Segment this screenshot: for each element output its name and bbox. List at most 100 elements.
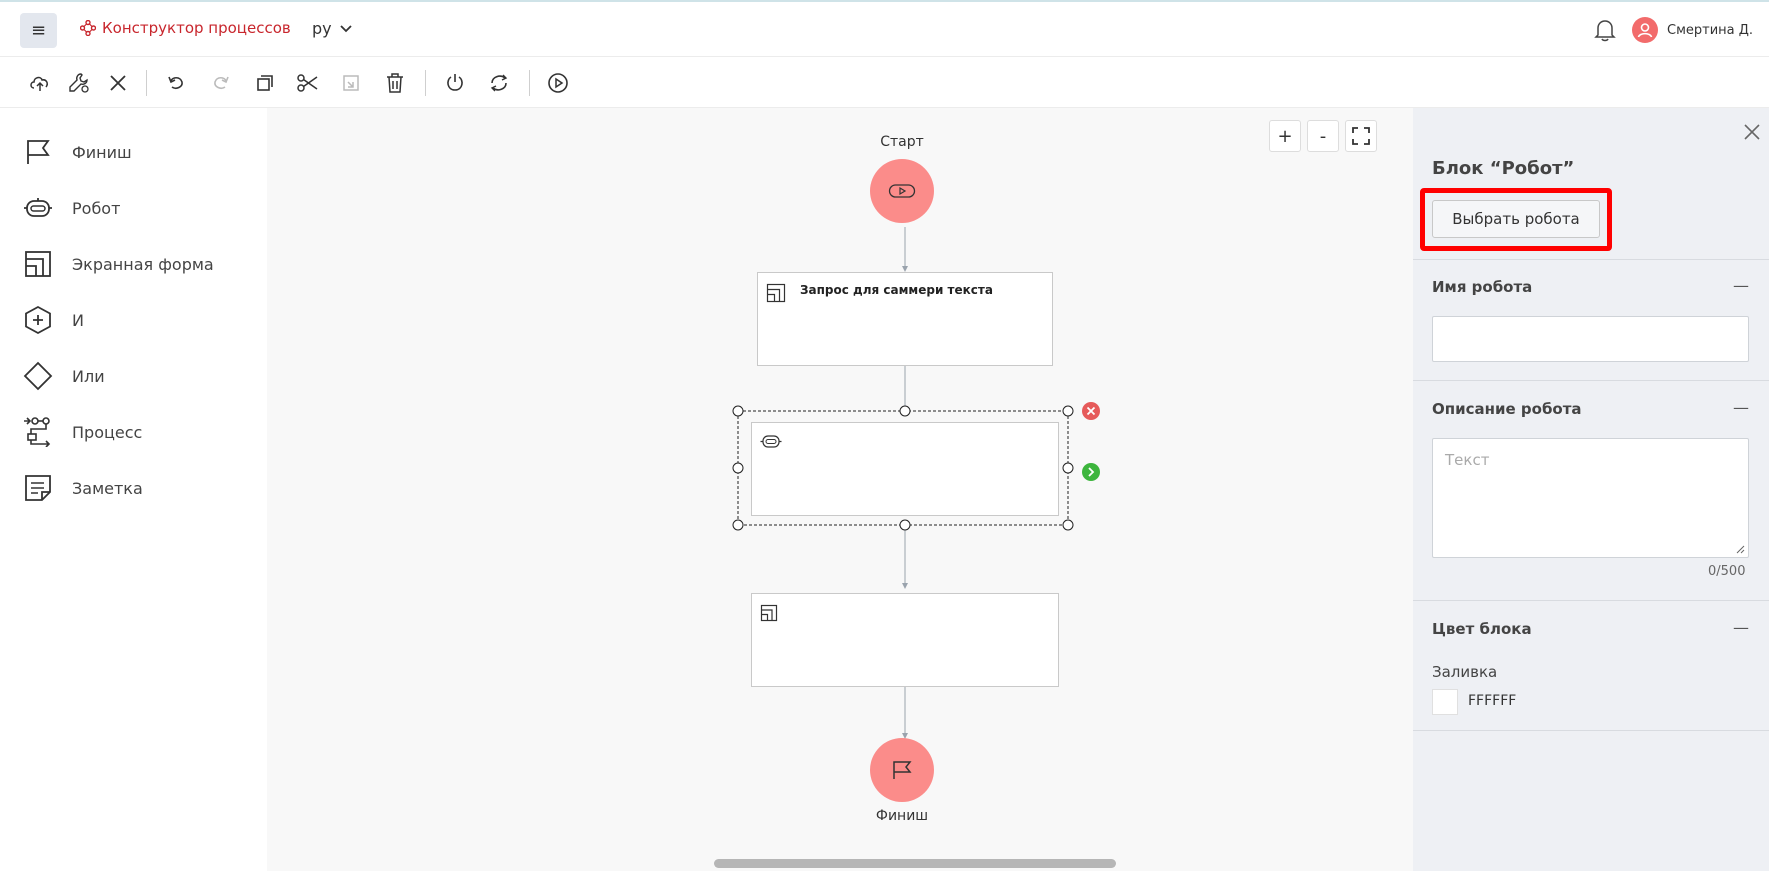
palette-item-or[interactable]: Или <box>22 356 105 396</box>
block-title: Запрос для саммери текста <box>800 283 993 297</box>
robot-icon <box>24 198 52 217</box>
language-select[interactable]: ру <box>312 19 352 38</box>
robot-name-input[interactable] <box>1432 316 1749 362</box>
flag-icon <box>27 140 50 164</box>
horizontal-scrollbar[interactable] <box>714 859 1116 868</box>
toolbar-divider <box>146 70 147 96</box>
zoom-out-button[interactable]: - <box>1307 120 1339 152</box>
palette-item-process[interactable]: Процесс <box>22 412 142 452</box>
character-counter: 0/500 <box>1708 564 1746 579</box>
panel-title: Блок “Робот” <box>1432 158 1575 179</box>
finish-node[interactable] <box>870 738 934 802</box>
cloud-upload-button[interactable] <box>27 70 53 96</box>
palette-item-note[interactable]: Заметка <box>22 468 143 508</box>
zoom-in-button[interactable]: + <box>1269 120 1301 152</box>
chevron-down-icon <box>339 24 352 32</box>
redo-icon <box>214 76 229 89</box>
palette-item-label: Или <box>72 366 105 386</box>
palette-item-screen-form[interactable]: Экранная форма <box>22 244 214 284</box>
flag-icon <box>893 761 912 779</box>
palette-item-and[interactable]: И <box>22 300 84 340</box>
delete-button[interactable] <box>382 70 408 96</box>
cloud-upload-icon <box>30 76 48 91</box>
toolbar-divider <box>425 70 426 96</box>
robot-name-title: Имя робота <box>1432 278 1533 296</box>
collapse-robot-name-button[interactable]: — <box>1733 276 1749 295</box>
section-divider <box>1413 600 1769 601</box>
screen-form-icon <box>760 604 778 622</box>
app-logo[interactable]: Конструктор процессов <box>80 19 291 37</box>
close-panel-icon[interactable] <box>1743 122 1761 146</box>
collapse-description-button[interactable]: — <box>1733 398 1749 417</box>
note-icon <box>25 475 51 501</box>
section-divider <box>1413 380 1769 381</box>
section-divider <box>1413 730 1769 731</box>
block-color-title: Цвет блока <box>1432 620 1532 638</box>
trash-icon <box>387 73 403 93</box>
play-circle-icon <box>548 73 568 93</box>
undo-icon <box>168 76 183 89</box>
palette-item-label: Заметка <box>72 478 143 498</box>
fill-color-swatch[interactable] <box>1432 689 1458 715</box>
section-divider <box>1413 259 1769 260</box>
screen-form-icon <box>766 283 786 303</box>
process-canvas[interactable]: + - Старт Запрос для саммери текста <box>267 108 1413 871</box>
robot-description-title: Описание робота <box>1432 400 1582 418</box>
refresh-icon <box>490 74 508 92</box>
palette-item-label: Робот <box>72 198 121 218</box>
properties-panel: Блок “Робот” Выбрать робота Имя робота —… <box>1413 108 1769 871</box>
avatar[interactable] <box>1632 17 1658 43</box>
element-palette: Финиш Робот Экранная форма И Или Процесс… <box>0 108 267 871</box>
settings-wrench-button[interactable] <box>66 70 92 96</box>
cut-button[interactable] <box>295 70 321 96</box>
bell-icon[interactable] <box>1594 18 1616 42</box>
user-name[interactable]: Смертина Д. <box>1667 23 1754 38</box>
refresh-button[interactable] <box>486 70 512 96</box>
screen-form-block[interactable]: Запрос для саммери текста <box>757 272 1053 366</box>
power-button[interactable] <box>442 70 468 96</box>
collapse-color-button[interactable]: — <box>1733 618 1749 637</box>
toolbar <box>0 57 1769 108</box>
menu-button[interactable]: ≡ <box>20 13 57 48</box>
fill-label: Заливка <box>1432 663 1498 681</box>
start-node[interactable] <box>870 159 934 223</box>
process-icon <box>24 417 51 447</box>
screen-form-block[interactable] <box>751 593 1059 687</box>
robot-description-input[interactable]: Текст <box>1432 438 1749 558</box>
or-diamond-icon <box>23 361 53 391</box>
palette-item-robot[interactable]: Робот <box>22 188 120 228</box>
scissors-icon <box>297 74 318 92</box>
palette-item-label: Финиш <box>72 142 132 162</box>
user-icon <box>1637 23 1653 38</box>
run-button[interactable] <box>545 70 571 96</box>
start-label: Старт <box>880 134 924 150</box>
robot-block[interactable] <box>751 422 1059 516</box>
description-placeholder: Текст <box>1445 451 1490 469</box>
resize-handles[interactable] <box>731 404 1091 544</box>
power-icon <box>447 74 463 91</box>
copy-button[interactable] <box>252 70 278 96</box>
and-hexagon-icon <box>25 305 51 335</box>
fill-color-value[interactable]: FFFFFF <box>1468 693 1517 709</box>
redo-button[interactable] <box>208 70 234 96</box>
app-title: Конструктор процессов <box>102 19 291 37</box>
robot-icon <box>760 435 782 448</box>
close-process-button[interactable] <box>105 70 131 96</box>
choose-robot-button[interactable]: Выбрать робота <box>1432 200 1600 238</box>
resize-grip-icon[interactable] <box>1735 544 1745 554</box>
close-icon <box>110 75 126 91</box>
delete-block-icon[interactable] <box>1082 402 1100 420</box>
wrench-icon <box>69 73 89 93</box>
paste-button[interactable] <box>338 70 364 96</box>
highlight-frame <box>1420 188 1612 251</box>
next-block-icon[interactable] <box>1082 463 1100 481</box>
palette-item-finish[interactable]: Финиш <box>22 132 132 172</box>
paste-icon <box>343 75 359 91</box>
undo-button[interactable] <box>163 70 189 96</box>
fullscreen-button[interactable] <box>1345 120 1377 152</box>
language-value: ру <box>312 19 332 38</box>
palette-item-label: Процесс <box>72 422 143 442</box>
top-header: ≡ Конструктор процессов ру Смертина Д. <box>0 0 1769 57</box>
play-pill-icon <box>888 184 916 198</box>
palette-item-label: И <box>72 310 84 330</box>
